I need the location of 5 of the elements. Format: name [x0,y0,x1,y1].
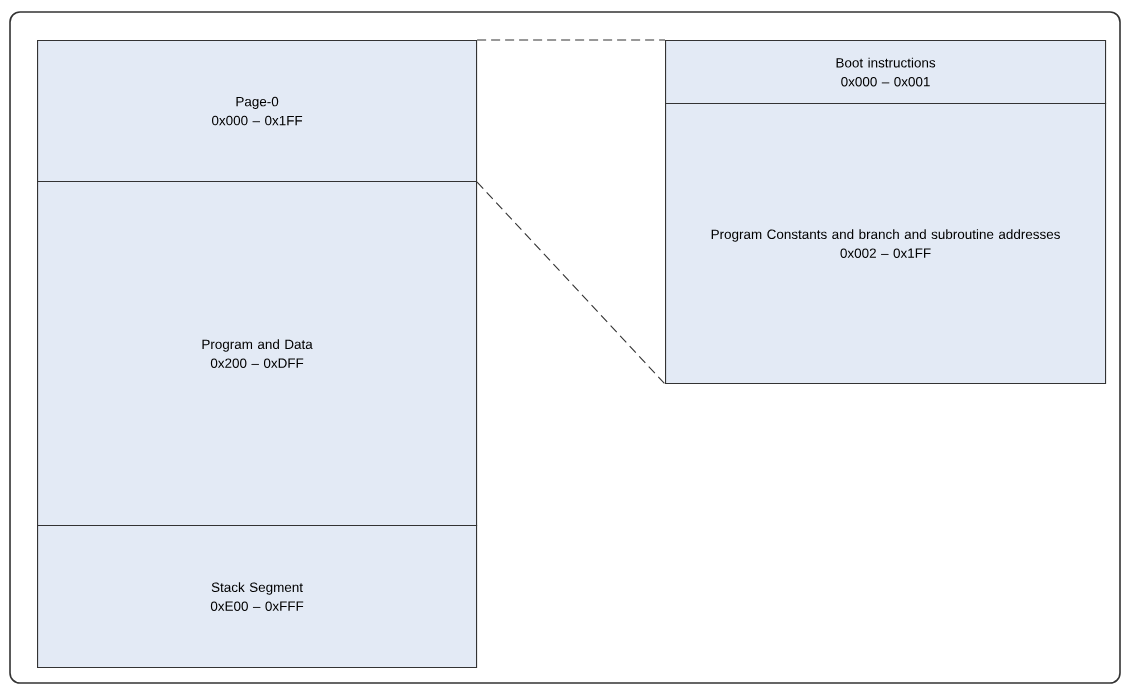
memory-block: Boot instructions 0x000 – 0x001 [665,40,1107,105]
zoom-line [476,181,666,385]
memory-block: Stack Segment 0xE00 – 0xFFF [37,525,478,669]
memory-block: Page-0 0x000 – 0x1FF [37,40,478,183]
zoom-line [476,39,666,41]
